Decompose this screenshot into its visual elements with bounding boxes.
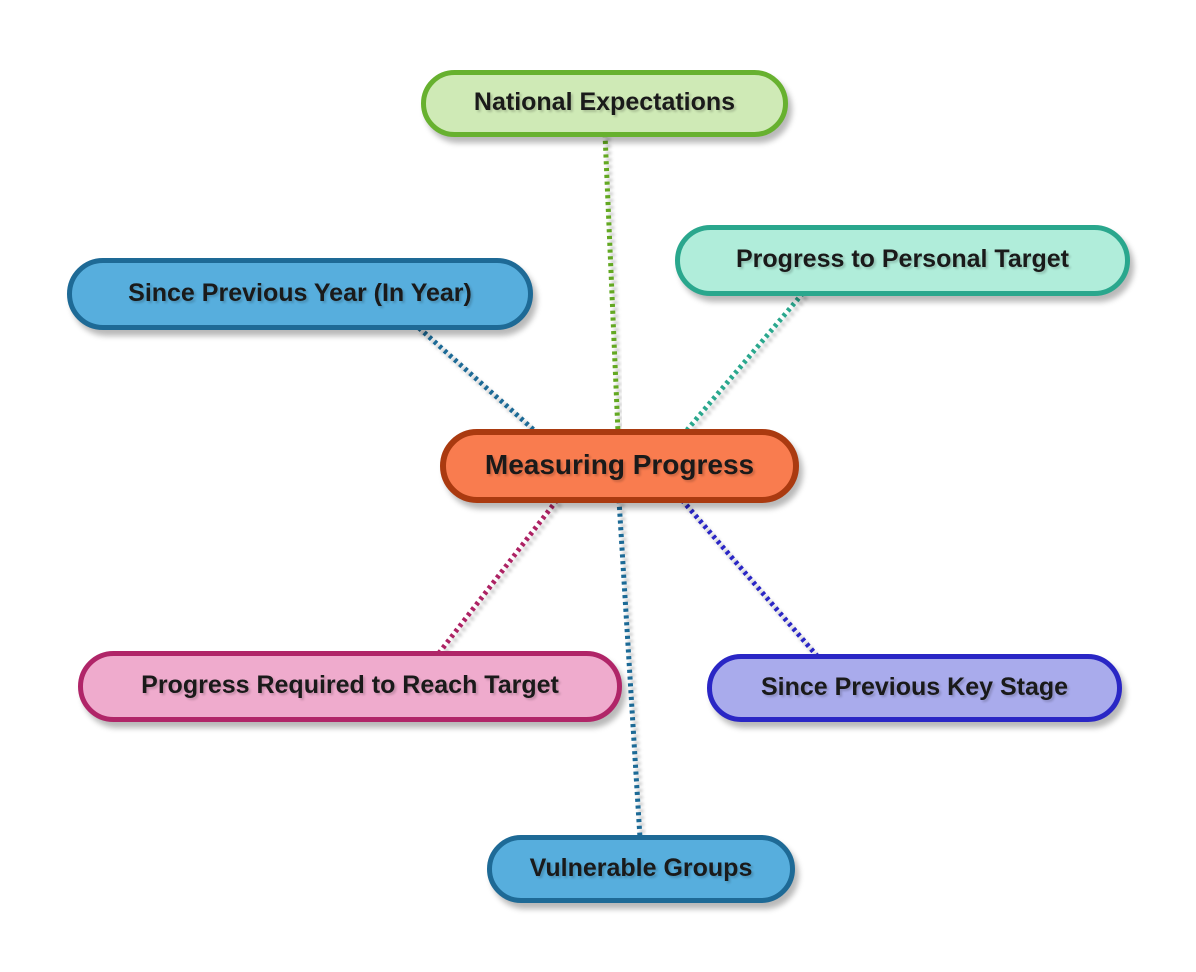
connector-progress-to-personal-target (685, 291, 805, 432)
connector-vulnerable-groups (616, 499, 643, 839)
node-label: National Expectations (473, 88, 736, 116)
node-label: Since Previous Year (In Year) (128, 278, 472, 307)
node-progress-required-to-reach-target[interactable]: Progress Required to Reach Target (78, 651, 622, 722)
connector-since-previous-year (417, 326, 537, 433)
connector-since-previous-key-stage (680, 498, 820, 659)
node-label: Measuring Progress (484, 449, 755, 480)
connector-national-expectations (602, 133, 621, 433)
node-vulnerable-groups[interactable]: Vulnerable Groups (487, 835, 795, 903)
node-measuring-progress[interactable]: Measuring Progress (440, 429, 799, 503)
node-label: Progress Required to Reach Target (141, 671, 559, 699)
node-label: Since Previous Key Stage (760, 672, 1069, 701)
node-national-expectations[interactable]: National Expectations (421, 70, 788, 137)
node-progress-to-personal-target[interactable]: Progress to Personal Target (675, 225, 1130, 296)
node-label: Vulnerable Groups (529, 853, 753, 882)
node-since-previous-key-stage[interactable]: Since Previous Key Stage (707, 654, 1122, 722)
connector-progress-required-to-reach-target (437, 498, 559, 655)
node-since-previous-year[interactable]: Since Previous Year (In Year) (67, 258, 533, 330)
node-label: Progress to Personal Target (736, 245, 1069, 273)
